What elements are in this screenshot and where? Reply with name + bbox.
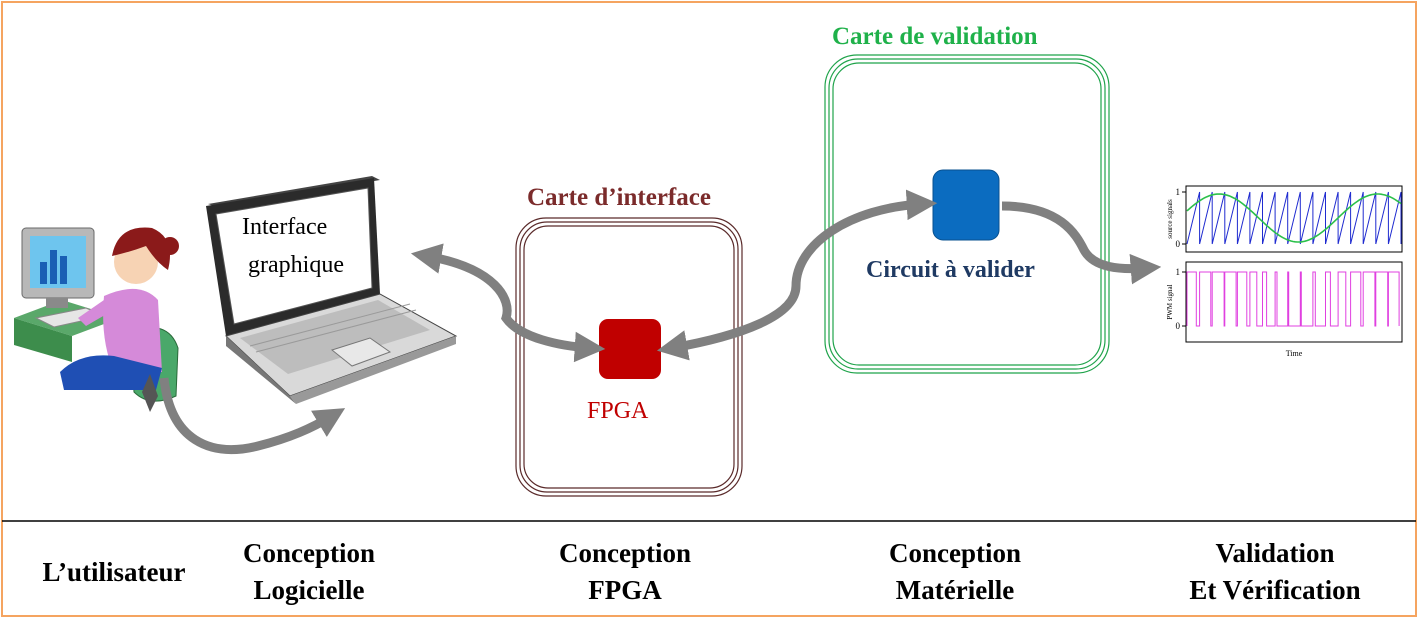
arrow-software-fpga <box>410 243 606 363</box>
stage-software-design: Conception Logicielle <box>214 535 404 609</box>
validation-board-title: Carte de validation <box>832 23 1038 50</box>
fpga-chip <box>599 319 661 379</box>
stage-validation-line-1: Validation <box>1215 538 1335 568</box>
circuit-chip <box>932 169 1000 241</box>
plot-top-tick-0: 0 <box>1176 239 1181 249</box>
stage-user-line-1: L’utilisateur <box>42 557 186 587</box>
stage-fpga-design: Conception FPGA <box>530 535 720 609</box>
plot-bottom-ylabel: PWM signal <box>1166 284 1174 319</box>
plot-top-tick-1: 1 <box>1176 187 1181 197</box>
stage-validation-line-2: Et Vérification <box>1189 575 1361 605</box>
plot-bottom-tick-0: 0 <box>1176 321 1181 331</box>
plot-bottom-tick-1: 1 <box>1176 267 1181 277</box>
stage-software-line-1: Conception <box>242 538 375 568</box>
stage-hardware-line-1: Conception <box>888 538 1021 568</box>
circuit-label: Circuit à valider <box>866 257 1035 283</box>
stage-fpga-line-2: FPGA <box>588 575 662 605</box>
stage-fpga-line-1: Conception <box>558 538 691 568</box>
stage-validation: Validation Et Vérification <box>1160 535 1390 609</box>
laptop-text-line-2: graphique <box>248 252 344 278</box>
laptop-text-line-1: Interface <box>242 214 328 240</box>
stage-software-line-2: Logicielle <box>253 575 365 605</box>
plot-xlabel: Time <box>1286 349 1303 358</box>
fpga-label: FPGA <box>587 398 649 424</box>
user-computer-icon <box>14 227 179 412</box>
plot-top-ylabel: source signals <box>1166 199 1174 239</box>
arrow-user-to-software <box>159 377 346 454</box>
stage-hardware-line-2: Matérielle <box>895 575 1015 605</box>
arrow-circuit-to-verification <box>1001 201 1162 285</box>
arrow-fpga-circuit <box>656 189 938 361</box>
stage-user: L’utilisateur <box>24 554 204 591</box>
laptop-icon <box>206 176 458 404</box>
interface-board-title: Carte d’interface <box>527 184 711 211</box>
waveform-plot: 1 0 1 0 source signals PWM signal Time <box>1166 185 1403 358</box>
stage-hardware-design: Conception Matérielle <box>860 535 1050 609</box>
